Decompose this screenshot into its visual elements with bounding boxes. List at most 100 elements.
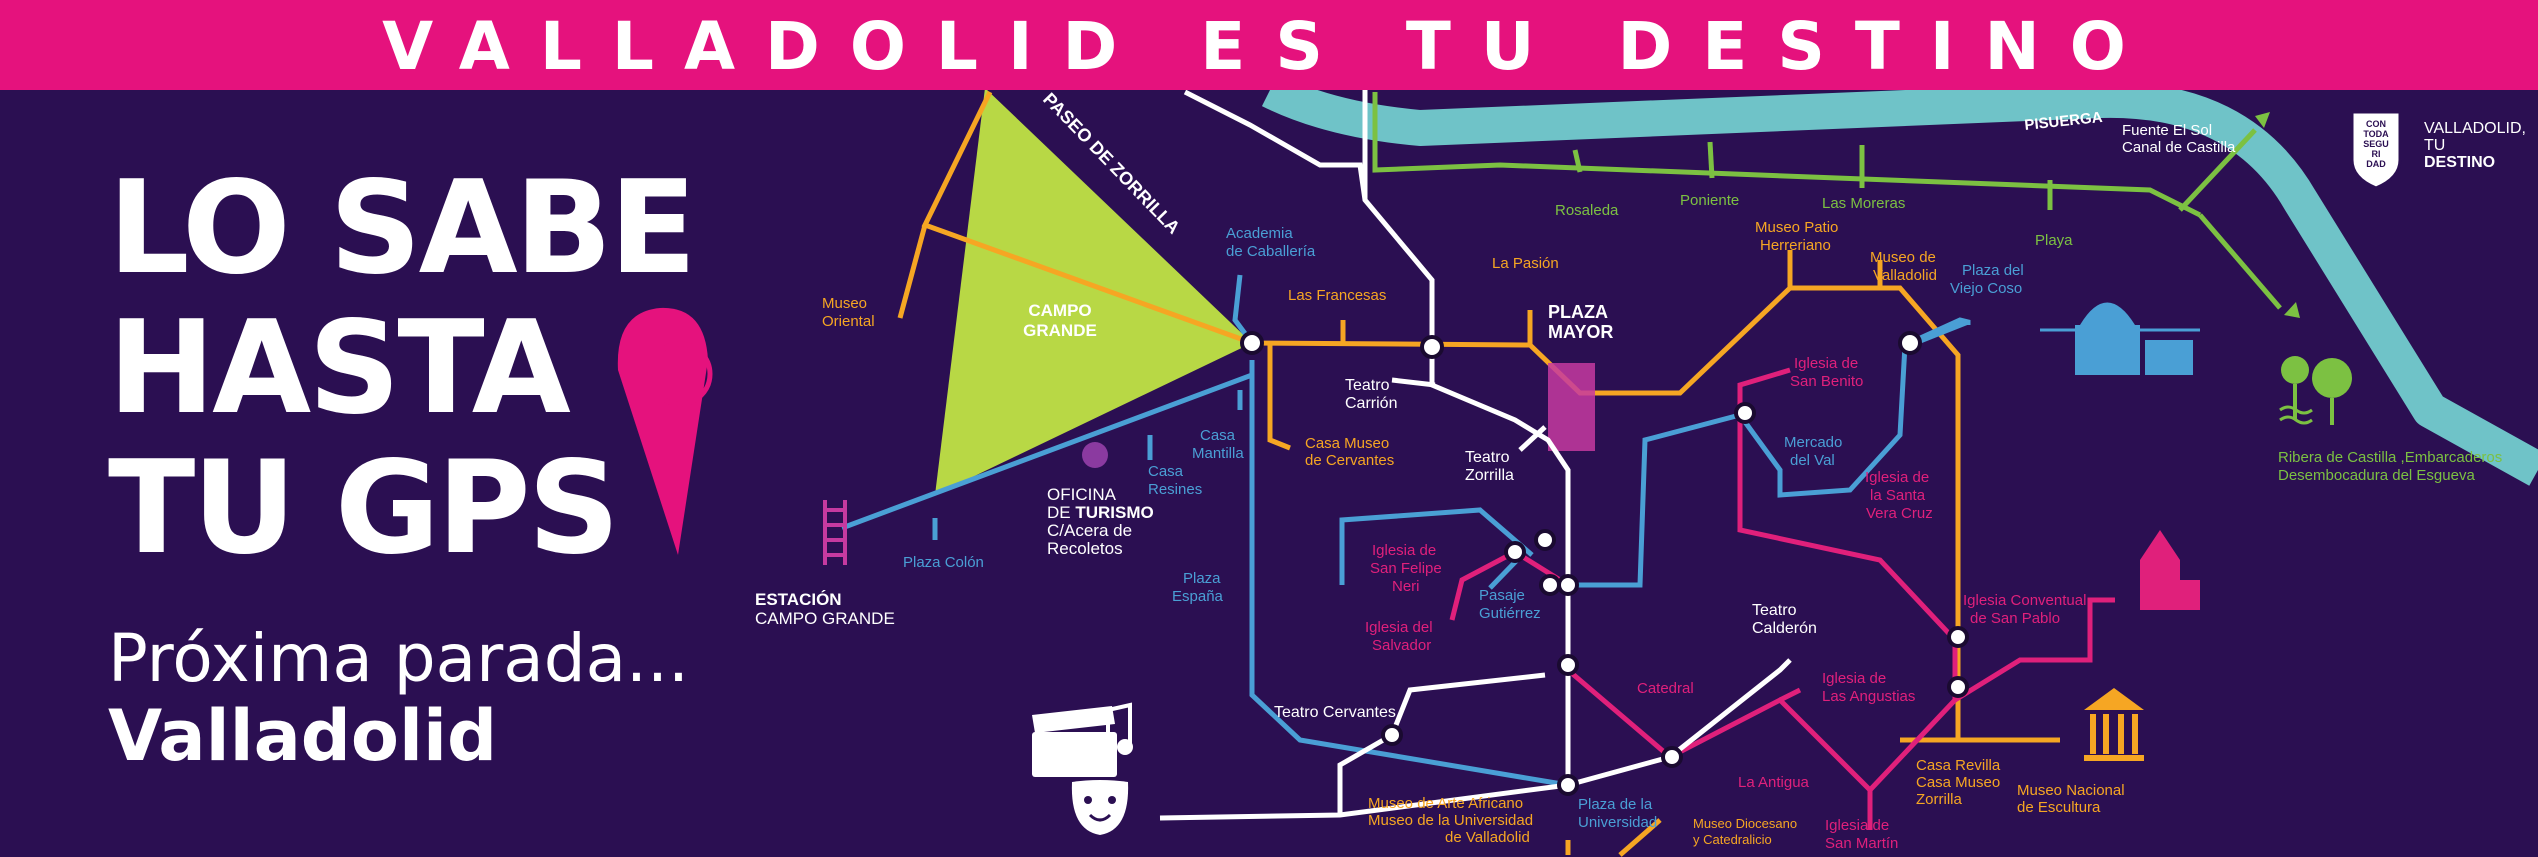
mercado-1: Mercado xyxy=(1784,434,1842,451)
academia-2: de Caballería xyxy=(1226,243,1316,260)
plaza-mayor-label-1: PLAZA xyxy=(1548,302,1608,322)
tourism-line-3: C/Acera de xyxy=(1047,521,1132,540)
plaza-espana-2: España xyxy=(1172,588,1224,605)
viejo-coso-1: Plaza del xyxy=(1962,262,2024,279)
badge-line-2: TODA xyxy=(2363,129,2389,139)
tourism-line-1: OFICINA xyxy=(1047,485,1117,504)
la-antigua: La Antigua xyxy=(1738,774,1810,791)
salvador-2: Salvador xyxy=(1372,637,1431,654)
catedral: Catedral xyxy=(1637,680,1694,697)
badge-line-1: CON xyxy=(2366,119,2386,129)
playa: Playa xyxy=(2035,232,2073,249)
logo-line-3: DESTINO xyxy=(2424,154,2495,171)
train-station-icon xyxy=(823,500,847,565)
park-label-2: GRANDE xyxy=(1023,321,1097,340)
rosaleda: Rosaleda xyxy=(1555,202,1619,219)
pasaje-1: Pasaje xyxy=(1479,587,1525,604)
san-pablo-1: Iglesia Conventual xyxy=(1963,592,2086,609)
las-moreras: Las Moreras xyxy=(1822,195,1905,212)
mantilla-1: Casa xyxy=(1200,427,1236,444)
angustias-2: Las Angustias xyxy=(1822,688,1915,705)
headline-line-3: TU GPS xyxy=(108,434,620,583)
station-dots xyxy=(1240,331,1969,796)
tourism-line-2: DE TURISMO xyxy=(1047,503,1154,522)
station-label-2: CAMPO GRANDE xyxy=(755,609,895,628)
headline-line-1: LO SABE xyxy=(108,154,697,303)
teatro-zorrilla-2: Zorrilla xyxy=(1465,467,1514,484)
orange-line xyxy=(897,90,2060,857)
park-campo-grande xyxy=(935,90,1252,495)
plaza-universidad-2: Universidad xyxy=(1578,814,1657,831)
casa-revilla-3: Zorrilla xyxy=(1916,791,1962,808)
monument-icon xyxy=(2040,302,2200,375)
felipe-neri-2: San Felipe xyxy=(1370,560,1442,577)
church-icon xyxy=(2140,530,2200,610)
museo-oriental-1: Museo xyxy=(822,295,867,312)
herreriano-2: Herreriano xyxy=(1760,237,1831,254)
casa-revilla-1: Casa Revilla xyxy=(1916,757,2001,774)
poniente: Poniente xyxy=(1680,192,1739,209)
plaza-colon: Plaza Colón xyxy=(903,554,984,571)
headline-line-2: HASTA xyxy=(108,294,571,443)
plaza-mayor-square xyxy=(1548,363,1595,451)
station-label-1: ESTACIÓN xyxy=(755,590,842,609)
shield-icon xyxy=(2350,110,2402,190)
san-martin-1: Iglesia de xyxy=(1825,817,1889,834)
subtitle-line-2: Valladolid xyxy=(108,695,498,777)
mantilla-2: Mantilla xyxy=(1192,445,1244,462)
museo-africano-1: Museo de Arte Africano xyxy=(1368,795,1523,812)
felipe-neri-3: Neri xyxy=(1392,578,1420,595)
ribera-2: Desembocadura del Esgueva xyxy=(2278,467,2475,484)
san-pablo-2: de San Pablo xyxy=(1970,610,2060,627)
teatro-calderon-1: Teatro xyxy=(1752,602,1797,619)
vera-cruz-1: Iglesia de xyxy=(1865,469,1929,486)
logo-line-2: TU xyxy=(2424,137,2445,154)
fuente-el-sol-1: Fuente El Sol xyxy=(2122,122,2212,139)
city-logo: CON TODA SEGU RI DAD VALLADOLID, TU DEST… xyxy=(2350,110,2526,190)
green-line xyxy=(1372,92,2282,310)
san-martin-2: San Martín xyxy=(1825,835,1898,852)
plaza-universidad-1: Plaza de la xyxy=(1578,796,1653,813)
tourism-office-dot xyxy=(1082,442,1108,468)
resines-2: Resines xyxy=(1148,481,1202,498)
museo-oriental-2: Oriental xyxy=(822,313,875,330)
escultura-1: Museo Nacional xyxy=(2017,782,2125,799)
theater-mask-icon xyxy=(1071,780,1129,835)
mercado-2: del Val xyxy=(1790,452,1835,469)
logo-line-1: VALLADOLID, xyxy=(2424,120,2526,137)
angustias-1: Iglesia de xyxy=(1822,670,1886,687)
teatro-cervantes: Teatro Cervantes xyxy=(1274,704,1396,721)
viejo-coso-2: Viejo Coso xyxy=(1950,280,2022,297)
teatro-calderon-2: Calderón xyxy=(1752,620,1817,637)
top-banner: VALLADOLID ES TU DESTINO xyxy=(0,0,2538,90)
pasaje-2: Gutiérrez xyxy=(1479,605,1541,622)
tourism-line-4: Recoletos xyxy=(1047,539,1123,558)
white-line xyxy=(1159,90,1792,821)
felipe-neri-1: Iglesia de xyxy=(1372,542,1436,559)
cervantes-1: Casa Museo xyxy=(1305,435,1389,452)
museo-africano-2: Museo de la Universidad xyxy=(1368,812,1533,829)
badge-line-3: SEGU xyxy=(2363,139,2389,149)
san-benito-1: Iglesia de xyxy=(1794,355,1858,372)
museo-valladolid-1: Museo de xyxy=(1870,249,1936,266)
metro-style-map: PISUERGA CAMPO GRANDE PASEO DE ZORRILLA xyxy=(617,90,2538,857)
teatro-zorrilla-1: Teatro xyxy=(1465,449,1510,466)
plaza-mayor-label-2: MAYOR xyxy=(1548,322,1613,342)
badge-line-5: DAD xyxy=(2366,159,2386,169)
subtitle-line-1: Próxima parada... xyxy=(108,620,689,697)
museo-valladolid-2: Valladolid xyxy=(1873,267,1937,284)
cervantes-2: de Cervantes xyxy=(1305,452,1394,469)
plaza-espana-1: Plaza xyxy=(1183,570,1221,587)
vera-cruz-2: la Santa xyxy=(1870,487,1926,504)
banner-title: VALLADOLID ES TU DESTINO xyxy=(382,8,2156,85)
ribera-1: Ribera de Castilla ,Embarcaderos xyxy=(2278,449,2502,466)
san-benito-2: San Benito xyxy=(1790,373,1863,390)
park-label-1: CAMPO xyxy=(1028,301,1091,320)
music-note-icon xyxy=(1095,702,1133,760)
badge-line-4: RI xyxy=(2372,149,2381,159)
herreriano-1: Museo Patio xyxy=(1755,219,1838,236)
temple-icon xyxy=(2084,688,2144,761)
academia-1: Academia xyxy=(1226,225,1293,242)
escultura-2: de Escultura xyxy=(2017,799,2101,816)
fuente-el-sol-2: Canal de Castilla xyxy=(2122,139,2236,156)
